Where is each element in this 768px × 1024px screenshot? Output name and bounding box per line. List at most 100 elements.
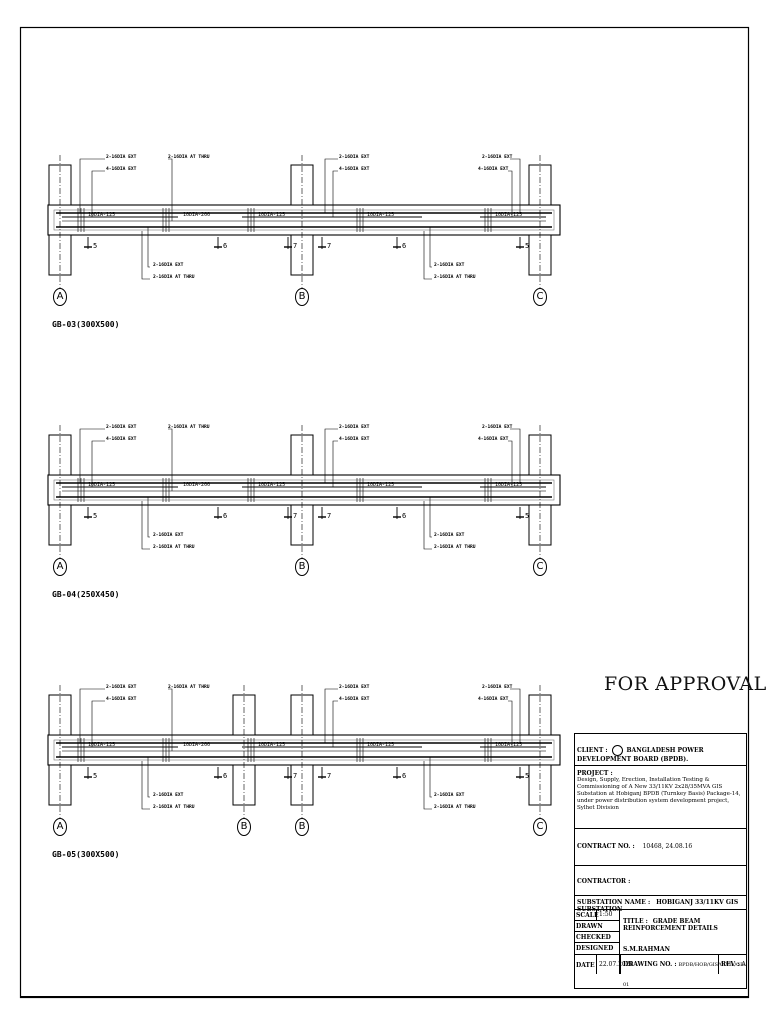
rev-label: REV : xyxy=(721,961,740,968)
note-bottom-right-2: 2-16DIA AT THRU xyxy=(434,275,476,280)
project-row: PROJECT : Design, Supply, Erection, Inst… xyxy=(574,765,747,828)
drawn-label: DRAWN xyxy=(576,923,603,930)
drawing-no-value: BPDB/HOB/GIS/CIVIL/GB-01 xyxy=(623,962,746,988)
leader-line xyxy=(423,501,432,550)
leader-line xyxy=(147,227,150,268)
beam-outline xyxy=(47,204,561,236)
client-row: CLIENT : BANGLADESH POWER DEVELOPMENT BO… xyxy=(574,733,747,765)
leader-line xyxy=(429,227,432,268)
note-bottom-left-1: 2-16DIA EXT xyxy=(153,793,184,798)
leader-line xyxy=(79,428,105,483)
section-mark: 6 xyxy=(402,772,407,780)
leader-line xyxy=(91,440,105,487)
leader-line xyxy=(332,440,338,487)
leader-line xyxy=(141,501,150,550)
grid-bubble: A xyxy=(53,818,67,836)
grid-bubble: C xyxy=(533,288,547,306)
note-top-right2-1: 2-16DIA EXT xyxy=(482,155,513,160)
leader-line xyxy=(429,497,432,538)
date-label: DATE xyxy=(576,962,595,969)
note-bottom-left-2: 2-16DIA AT THRU xyxy=(153,275,195,280)
approval-stamp: FOR APPROVAL xyxy=(604,673,767,695)
section-mark: 7 xyxy=(327,772,332,780)
stirrup-spacing-label: 10DIA-125 xyxy=(367,482,395,488)
stirrup-spacing-label: 10DIA-125 xyxy=(88,482,116,488)
note-bottom-left-2: 2-16DIA AT THRU xyxy=(153,545,195,550)
contract-row: CONTRACT NO. : 10468, 24.08.16 xyxy=(574,828,747,865)
drawing-no-label: DRAWING NO. : xyxy=(623,961,677,968)
stirrup-spacing-label: 10DIA-125 xyxy=(88,742,116,748)
leader-line xyxy=(324,428,338,483)
contract-label: CONTRACT NO. : xyxy=(577,843,635,850)
note-top-right2-2: 4-16DIA EXT xyxy=(478,697,509,702)
title-block-border xyxy=(574,733,747,989)
section-mark: 5 xyxy=(93,512,98,520)
note-top-right2-1: 2-16DIA EXT xyxy=(482,425,513,430)
note-top-right2-1: 2-16DIA EXT xyxy=(482,685,513,690)
stirrup-spacing-label: 10DIA-125 xyxy=(495,212,523,218)
scale-value: 1:50 xyxy=(596,910,612,920)
section-mark: 5 xyxy=(525,242,530,250)
note-bottom-right-2: 2-16DIA AT THRU xyxy=(434,805,476,810)
leader-line xyxy=(510,688,521,743)
note-bottom-left-1: 2-16DIA EXT xyxy=(153,533,184,538)
project-value: Design, Supply, Erection, Installation T… xyxy=(577,777,741,811)
grid-bubble: A xyxy=(53,288,67,306)
leader-line xyxy=(168,688,173,751)
note-top-mid: 2-16DIA AT THRU xyxy=(168,425,210,430)
leader-line xyxy=(141,231,150,280)
grid-bubble: B xyxy=(295,558,309,576)
section-mark: 7 xyxy=(327,242,332,250)
stirrup-spacing-label: 10DIA-125 xyxy=(258,482,286,488)
beam-label: GB-05(300X500) xyxy=(52,850,120,859)
note-bottom-right-1: 2-16DIA EXT xyxy=(434,793,465,798)
note-top-right1-2: 4-16DIA EXT xyxy=(339,697,370,702)
section-mark: 6 xyxy=(402,242,407,250)
beam-cover-line xyxy=(53,209,555,231)
note-top-left-1: 2-16DIA EXT xyxy=(106,685,137,690)
checked-label: CHECKED xyxy=(576,934,611,941)
beam-cover-line xyxy=(53,739,555,761)
designed-label: DESIGNED xyxy=(576,945,614,952)
grid-bubble: C xyxy=(533,558,547,576)
leader-line xyxy=(79,158,105,213)
leader-line xyxy=(324,158,338,213)
stirrup-spacing-label: 10DIA-125 xyxy=(258,742,286,748)
leader-line xyxy=(508,170,513,217)
leader-line xyxy=(141,761,150,810)
section-mark: 6 xyxy=(223,512,228,520)
leader-line xyxy=(79,688,105,743)
leader-line xyxy=(147,497,150,538)
grid-bubble: B xyxy=(237,818,251,836)
note-top-right1-2: 4-16DIA EXT xyxy=(339,167,370,172)
note-top-mid: 2-16DIA AT THRU xyxy=(168,155,210,160)
leader-line xyxy=(91,700,105,747)
leader-line xyxy=(332,700,338,747)
note-top-right1-2: 4-16DIA EXT xyxy=(339,437,370,442)
section-mark: 5 xyxy=(93,772,98,780)
date-value: 22.07.2020 xyxy=(596,955,633,974)
section-mark: 6 xyxy=(223,772,228,780)
stirrup-spacing-label: 10DIA-125 xyxy=(495,482,523,488)
contractor-row: CONTRACTOR : xyxy=(574,865,747,895)
note-bottom-left-1: 2-16DIA EXT xyxy=(153,263,184,268)
title-block: CLIENT : BANGLADESH POWER DEVELOPMENT BO… xyxy=(574,733,747,989)
note-top-left-2: 4-16DIA EXT xyxy=(106,167,137,172)
title-label: TITLE : xyxy=(623,918,648,925)
stirrup-spacing-label: 10DIA-125 xyxy=(88,212,116,218)
title-value: GRADE BEAM REINFORCEMENT DETAILS xyxy=(623,918,718,932)
section-mark: 7 xyxy=(293,242,298,250)
stirrup-spacing-label: 10DIA-200 xyxy=(183,482,211,488)
beam-outline xyxy=(47,474,561,506)
leader-line xyxy=(508,700,513,747)
beam-label: GB-04(250X450) xyxy=(52,590,120,599)
section-mark: 6 xyxy=(223,242,228,250)
note-top-left-1: 2-16DIA EXT xyxy=(106,425,137,430)
leader-line xyxy=(429,757,432,798)
details-row: SCALE 1:50 DRAWN CHECKED DESIGNED TITLE … xyxy=(574,909,747,988)
stirrup-spacing-label: 10DIA-200 xyxy=(183,212,211,218)
leader-line xyxy=(510,158,521,213)
